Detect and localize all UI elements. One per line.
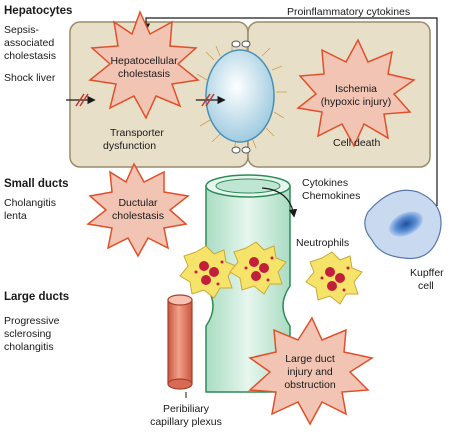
hepatocytes-condition-3: cholestasis <box>4 50 56 62</box>
ductular-label-2: cholestasis <box>112 210 164 222</box>
ischemia-label-1: Ischemia <box>335 83 377 95</box>
neutrophil-3 <box>305 251 363 305</box>
hepatocellular-label-1: Hepatocellular <box>110 55 178 67</box>
large-ducts-condition-1: Progressive <box>4 315 60 327</box>
blocked-transport-arrows <box>66 93 226 107</box>
tight-junctions <box>231 40 251 154</box>
neutrophil-2 <box>229 241 287 295</box>
peribiliary-vessel <box>167 299 193 385</box>
large-duct-starburst <box>248 316 374 426</box>
ductular-starburst <box>86 162 190 258</box>
large-duct-label-3: obstruction <box>284 379 336 391</box>
peribiliary-label-2: capillary plexus <box>150 416 222 428</box>
ischemia-starburst <box>296 38 416 148</box>
ductular-label-1: Ductular <box>118 197 158 209</box>
hepatocellular-starburst <box>88 10 200 120</box>
hepatocytes-condition-4: Shock liver <box>4 72 56 84</box>
small-ducts-condition-1: Cholangitis <box>4 197 56 209</box>
peribiliary-vessel-top <box>167 294 193 306</box>
cell-death-label: Cell death <box>333 137 380 149</box>
canaliculus-fibers <box>195 40 287 151</box>
section-title-small-ducts: Small ducts <box>4 178 69 190</box>
section-title-large-ducts: Large ducts <box>4 291 69 303</box>
bile-canaliculus <box>205 49 275 143</box>
section-title-hepatocytes: Hepatocytes <box>4 5 72 17</box>
proinflammatory-label: Proinflammatory cytokines <box>287 6 410 18</box>
cytokines-arrow <box>261 187 298 218</box>
neutrophils-label: Neutrophils <box>296 237 349 249</box>
kupffer-label-1: Kupffer <box>410 267 444 279</box>
hepatocytes-condition-1: Sepsis- <box>4 24 40 36</box>
cytokines-label-1: Cytokines <box>302 177 348 189</box>
transporter-label-2: dysfunction <box>103 140 156 152</box>
large-ducts-condition-3: cholangitis <box>4 341 54 353</box>
neutrophil-1 <box>179 245 237 299</box>
large-ducts-condition-2: sclerosing <box>4 328 51 340</box>
large-duct-label-1: Large duct <box>285 353 335 365</box>
cytokines-label-2: Chemokines <box>302 190 360 202</box>
peribiliary-vessel-bottom <box>167 378 193 390</box>
hepatocellular-label-2: cholestasis <box>118 68 170 80</box>
peribiliary-label-1: Peribiliary <box>163 403 210 415</box>
ischemia-label-2: (hypoxic injury) <box>321 96 392 108</box>
transporter-label-1: Transporter <box>110 127 164 139</box>
hepatocytes-condition-2: associated <box>4 37 54 49</box>
kupffer-label-2: cell <box>418 280 434 292</box>
large-duct-label-2: injury and <box>287 366 333 378</box>
small-ducts-condition-2: lenta <box>4 210 27 222</box>
bile-duct-inner <box>215 178 281 194</box>
kupffer-nucleus <box>389 211 423 237</box>
